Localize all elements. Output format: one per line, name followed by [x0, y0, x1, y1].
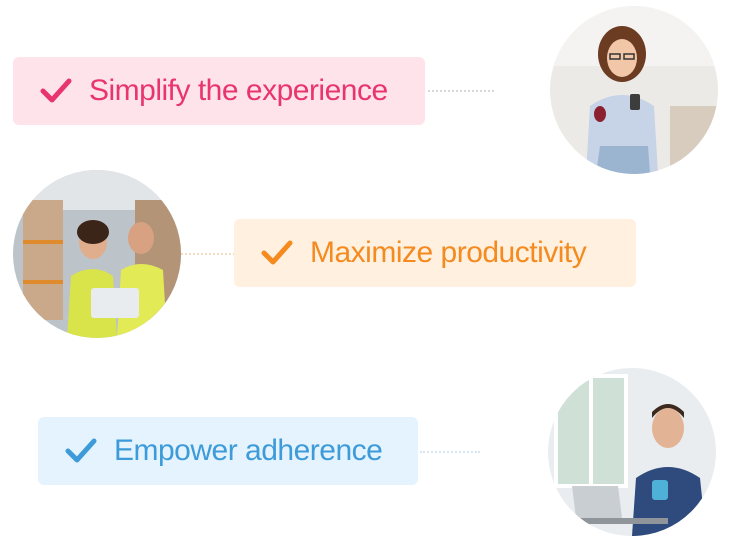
connector-dots [420, 451, 480, 453]
feature-pill-empower: Empower adherence [38, 417, 418, 485]
connector-dots [428, 90, 494, 92]
man-at-laptop-photo [548, 368, 716, 536]
feature-label: Maximize productivity [310, 236, 587, 269]
connector-dots [181, 253, 235, 255]
feature-pill-maximize: Maximize productivity [234, 219, 636, 287]
warehouse-workers-photo [13, 170, 181, 338]
feature-pill-simplify: Simplify the experience [13, 57, 425, 125]
feature-label: Empower adherence [114, 434, 383, 467]
feature-label: Simplify the experience [89, 74, 388, 107]
woman-with-phone-photo [550, 6, 718, 174]
checkmark-icon [65, 438, 97, 463]
checkmark-icon [261, 240, 293, 265]
checkmark-icon [40, 78, 72, 103]
